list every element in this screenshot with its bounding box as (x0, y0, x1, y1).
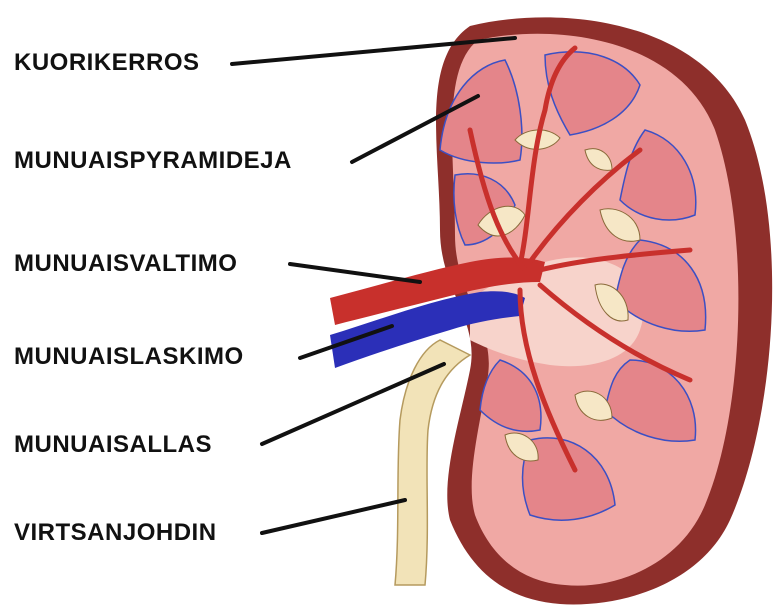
label-pelvis: MUNUAISALLAS (14, 433, 212, 457)
label-vein: MUNUAISLASKIMO (14, 345, 244, 369)
label-pyramids: MUNUAISPYRAMIDEJA (14, 149, 292, 173)
leader-artery (290, 264, 420, 282)
leader-ureter (262, 500, 405, 533)
label-ureter: VIRTSANJOHDIN (14, 521, 217, 545)
label-cortex: KUORIKERROS (14, 51, 200, 75)
label-artery: MUNUAISVALTIMO (14, 252, 237, 276)
